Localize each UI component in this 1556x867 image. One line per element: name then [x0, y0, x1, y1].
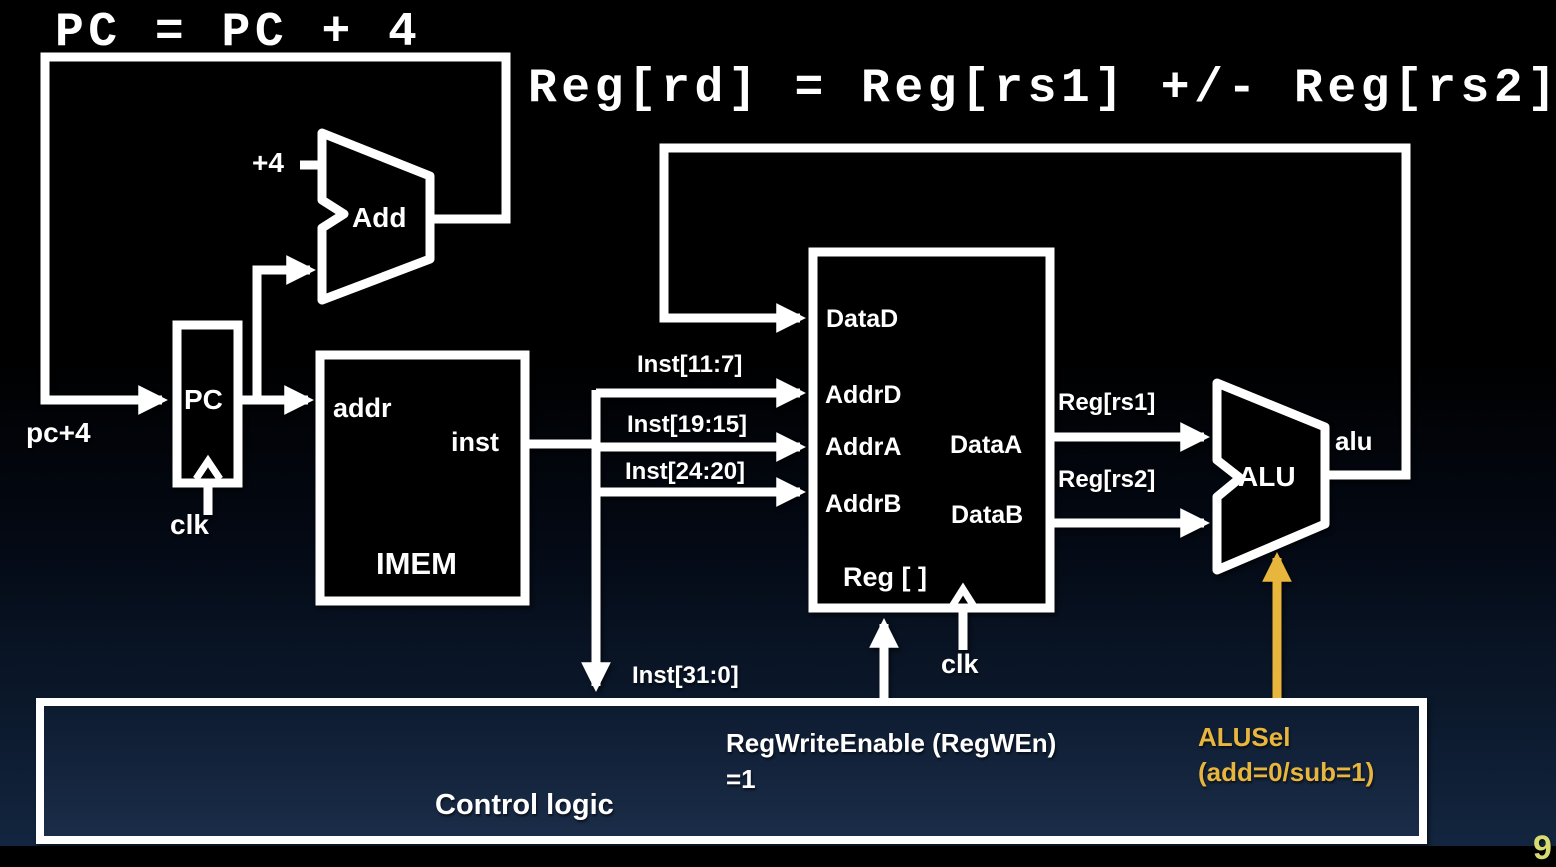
pc-register-label: PC	[184, 384, 223, 415]
alusel-value-label: (add=0/sub=1)	[1198, 757, 1375, 787]
pc-plus4-wire-label: pc+4	[26, 417, 91, 448]
plus4-constant-label: +4	[252, 147, 284, 178]
regwen-value-label: =1	[726, 764, 756, 794]
alu-in2-label: Reg[rs2]	[1058, 466, 1156, 493]
inst-rd-label: Inst[11:7]	[637, 351, 743, 378]
alu-out-label: alu	[1335, 426, 1373, 456]
regfile-addrB-label: AddrB	[825, 490, 902, 518]
pc-clock-edge-icon	[193, 454, 223, 481]
datapath-slide: PC = PC + 4 Reg[rd] = Reg[rs1] +/- Reg[r…	[26, 6, 1556, 866]
alu-in1-label: Reg[rs1]	[1058, 389, 1156, 416]
imem-addr-port-label: addr	[333, 393, 392, 423]
regfile-addrA-label: AddrA	[825, 433, 902, 461]
datapath-diagram	[36, 52, 1427, 844]
regfile-box	[808, 247, 1055, 613]
inst-rs2-label: Inst[24:20]	[625, 458, 746, 485]
inst-full-label: Inst[31:0]	[632, 662, 739, 689]
imem-box	[315, 350, 530, 606]
control-logic-box	[36, 698, 1427, 844]
imem-inst-port-label: inst	[451, 427, 500, 457]
alu-name-label: ALU	[1238, 461, 1296, 492]
pc-clk-label: clk	[170, 509, 209, 540]
wire-alu-writeback-to-dataD	[659, 143, 1411, 480]
regfile-clock-edge-icon	[948, 582, 978, 610]
page-number: 9	[1533, 829, 1552, 867]
control-logic-label: Control logic	[435, 789, 614, 821]
regwen-signal-label: RegWriteEnable (RegWEn)	[726, 728, 1057, 758]
alusel-signal-label: ALUSel	[1198, 722, 1291, 752]
inst-rs1-label: Inst[19:15]	[627, 411, 748, 438]
regfile-clk-label: clk	[941, 649, 979, 679]
regfile-name-label: Reg [ ]	[843, 562, 927, 592]
imem-name-label: IMEM	[376, 546, 457, 581]
wire-pc-to-adder	[252, 255, 316, 404]
regfile-dataB-label: DataB	[951, 501, 1024, 529]
title-reg-equation: Reg[rd] = Reg[rs1] +/- Reg[rs2]	[528, 62, 1556, 116]
wire-pc-plus4-loop	[40, 52, 511, 415]
regfile-dataA-label: DataA	[950, 431, 1023, 459]
alu-shape	[1212, 378, 1330, 575]
adder-label: Add	[352, 202, 407, 233]
adder-shape	[317, 128, 435, 305]
regfile-dataD-label: DataD	[826, 305, 899, 333]
title-pc-update: PC = PC + 4	[55, 6, 422, 60]
regfile-addrD-label: AddrD	[825, 381, 902, 409]
